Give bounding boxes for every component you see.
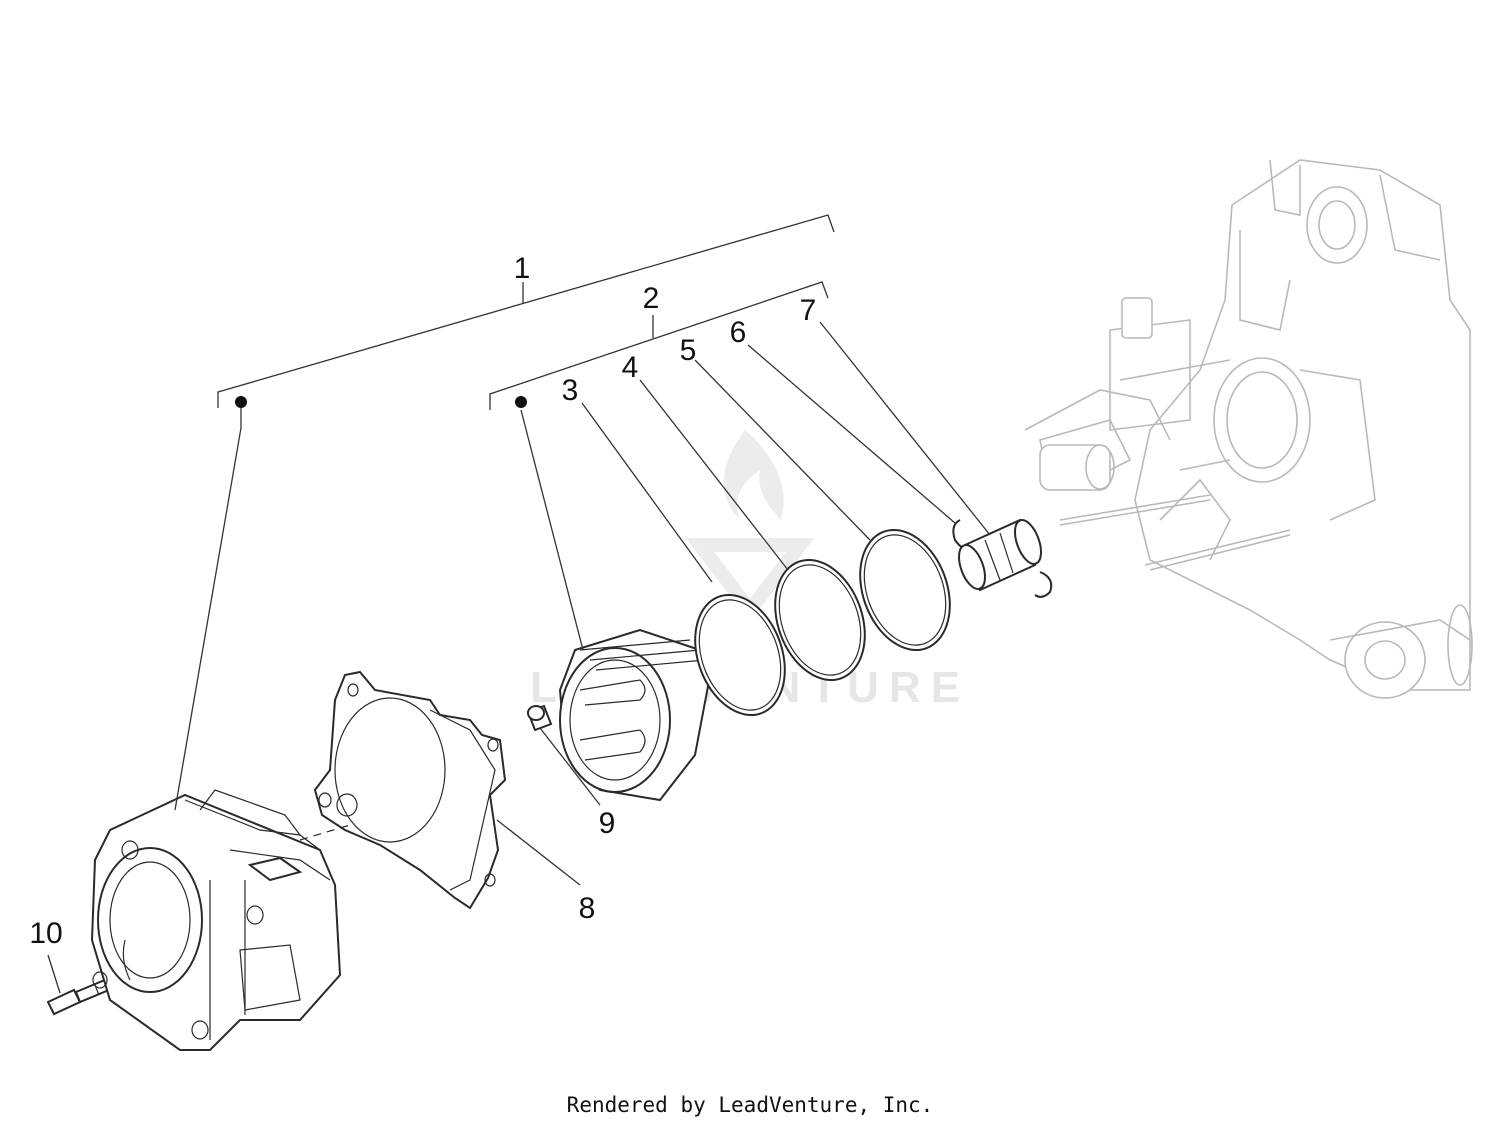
- kit-marker-dot-piston: [515, 396, 527, 408]
- engine-crankcase: [1024, 159, 1473, 699]
- assembly-axis-lines: [79, 824, 351, 991]
- callout-7: 7: [800, 294, 817, 327]
- kit-marker-dot: [235, 396, 247, 408]
- bracket-item-2: [489, 281, 829, 651]
- callout-8: 8: [579, 892, 596, 925]
- callout-5: 5: [680, 334, 697, 367]
- leader-lines: [47, 321, 991, 994]
- piston-pin: [958, 518, 1042, 592]
- cylinder-block: [90, 789, 342, 1051]
- cylinder-base-gasket: [313, 670, 507, 910]
- bracket-item-1: [174, 214, 835, 811]
- callout-2: 2: [643, 282, 660, 315]
- watermark-flame-icon: [723, 430, 784, 520]
- callout-9: 9: [599, 807, 616, 840]
- watermark-v-icon: [685, 538, 815, 622]
- callout-3: 3: [562, 374, 579, 407]
- callout-4: 4: [622, 351, 639, 384]
- callout-1: 1: [514, 252, 531, 285]
- callout-10: 10: [29, 917, 62, 950]
- circlip-right: [1034, 571, 1053, 598]
- piston: [558, 628, 714, 802]
- dowel-pin: [526, 704, 553, 732]
- callout-6: 6: [730, 316, 747, 349]
- render-credit: Rendered by LeadVenture, Inc.: [566, 1093, 934, 1117]
- callout-labels: 1 2 3 4 5 6 7 8 9 10: [29, 252, 816, 950]
- piston-rings: [694, 528, 951, 717]
